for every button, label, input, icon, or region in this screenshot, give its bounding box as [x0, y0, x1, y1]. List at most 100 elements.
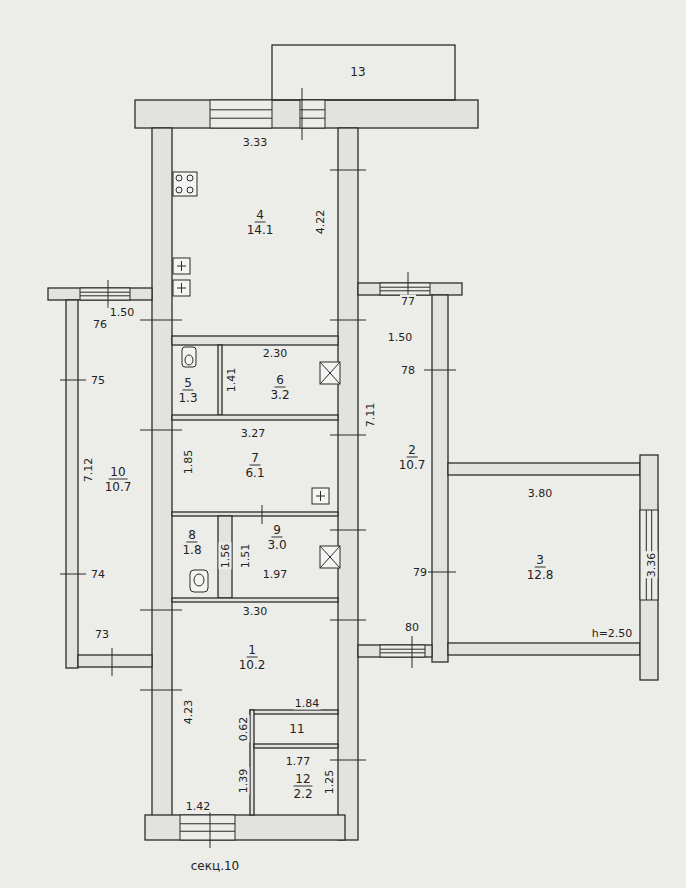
sink-tap: [177, 288, 186, 289]
dimension-label: 1.51: [239, 543, 252, 570]
toilet-symbol: [190, 570, 208, 592]
dimension-label: 3.27: [240, 427, 267, 440]
dimension-label: 1.85: [182, 449, 195, 476]
wall-tick: [140, 430, 182, 431]
sink-symbol: [173, 258, 190, 274]
wall-tick: [424, 572, 456, 573]
vent-cross: [320, 362, 340, 384]
room-text: 10.2: [237, 658, 268, 672]
window-frame: [300, 100, 325, 128]
stove-symbol: [173, 172, 197, 196]
wall: [254, 744, 338, 748]
dimension-label: 4.23: [182, 699, 195, 726]
dimension-label: 76: [92, 318, 108, 331]
wall: [172, 336, 338, 345]
sink-tap: [177, 266, 186, 267]
window-glass: [80, 295, 130, 296]
sink-symbol: [312, 488, 329, 504]
room: 76.1: [243, 451, 266, 480]
wall: [218, 345, 222, 415]
wall-tick: [140, 610, 182, 611]
wall: [448, 643, 640, 655]
wall: [250, 710, 254, 815]
room-text: 12.8: [525, 568, 556, 582]
toilet-bowl: [185, 355, 193, 365]
dimension-label: 3.80: [527, 487, 554, 500]
room: 11: [287, 722, 306, 736]
wall-tick: [140, 320, 182, 321]
vent-shaft: [320, 362, 340, 384]
dimension-label: 1.50: [109, 306, 136, 319]
room-text: 6: [274, 373, 286, 388]
wall: [152, 128, 172, 818]
fixtures: [173, 172, 340, 592]
window-frame: [80, 288, 130, 300]
wall-tick: [412, 636, 413, 668]
window-frame: [640, 510, 658, 600]
wall: [48, 288, 152, 300]
room: 51.3: [176, 376, 199, 405]
wall: [172, 415, 338, 420]
toilet-bowl: [194, 574, 204, 586]
dimension-label: 1.25: [323, 769, 336, 796]
room-text: 1: [246, 643, 258, 658]
wall-tick: [262, 505, 263, 524]
room: 93.0: [265, 523, 288, 552]
dimension-label: 1.39: [237, 768, 250, 795]
room-text: 10: [108, 465, 127, 480]
dimension-label: 79: [412, 566, 428, 579]
window-glass: [380, 290, 430, 291]
window: [80, 100, 658, 840]
wall: [432, 295, 448, 662]
room: 122.2: [291, 772, 314, 801]
dimension-label: 4.22: [314, 209, 327, 236]
wall: [358, 283, 462, 295]
dimension-label: 74: [90, 568, 106, 581]
wall: [250, 710, 338, 714]
dimension-label: 0.62: [237, 716, 250, 743]
room-text: 10.7: [103, 480, 134, 494]
room-text: 14.1: [245, 223, 276, 237]
room-text: 2: [406, 443, 418, 458]
window-glass: [380, 652, 425, 653]
dimension-label: 1.84: [294, 697, 321, 710]
dimension-label: 3.33: [242, 136, 269, 149]
room-text: 5: [182, 376, 194, 391]
wall: [172, 512, 338, 516]
vent-cross: [320, 362, 340, 384]
room-text: 2.2: [291, 787, 314, 801]
room-text: 12: [293, 772, 312, 787]
room-text: 3: [534, 553, 546, 568]
wall-tick: [330, 320, 366, 321]
room: 81.8: [180, 528, 203, 557]
room-text: 10.7: [397, 458, 428, 472]
stove-burner: [176, 175, 182, 181]
balcony-outline: [272, 45, 455, 100]
window-frame: [380, 283, 430, 295]
wall-tick: [60, 380, 86, 381]
dimension-label: 1.41: [225, 367, 238, 394]
window-glass: [210, 109, 272, 110]
wall: [78, 655, 152, 667]
wall: [338, 128, 358, 840]
wall: [640, 455, 658, 680]
dimension-label: 1.77: [285, 755, 312, 768]
room-text: 3.0: [265, 538, 288, 552]
window-glass: [210, 118, 272, 119]
dimension-label: 1.50: [387, 331, 414, 344]
wall-tick: [330, 620, 366, 621]
room: 110.2: [237, 643, 268, 672]
dimension-label: 78: [400, 364, 416, 377]
stove-burner: [187, 187, 193, 193]
vent-cross: [320, 546, 340, 568]
toilet-symbol: [182, 347, 196, 367]
stove-burner: [176, 187, 182, 193]
wall: [358, 645, 432, 657]
dimension-label: 3.30: [242, 605, 269, 618]
wall-tick: [108, 280, 109, 308]
dimension-label: 7.11: [364, 402, 377, 429]
dimension-label: 73: [94, 628, 110, 641]
dimension-label: h=2.50: [591, 627, 634, 640]
dimension-label: 3.36: [645, 552, 658, 579]
